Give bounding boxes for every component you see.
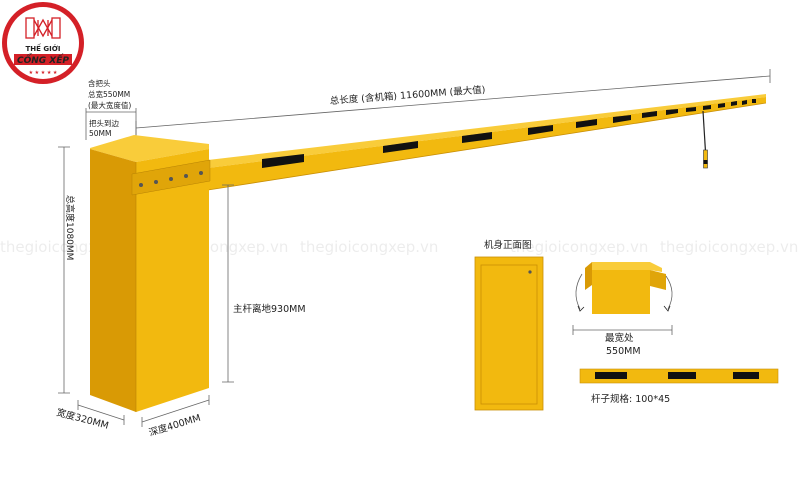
bolt-icon [199, 171, 203, 175]
front-view-door [480, 264, 538, 405]
head-gap-line-2: 50MM [89, 129, 112, 138]
bolt-icon [184, 174, 188, 178]
head-gap-line-1: 把头到边 [89, 118, 119, 128]
logo: THẾ GIỚI CỔNG XẾP ★ ★ ★ ★ ★ [2, 2, 84, 84]
watermark-text: thegioicongxep.vn [300, 238, 438, 256]
logo-disc [7, 7, 79, 79]
depth-label: 深度400MM [147, 412, 202, 439]
bolt-icon [169, 177, 173, 181]
head-note-line-3: (最大宽度值) [88, 100, 131, 110]
width-label: 宽度320MM [55, 406, 110, 431]
bolt-icon [139, 183, 143, 187]
max-width-label-2: 550MM [606, 346, 641, 357]
head-note-line-1: 含把头 [88, 78, 111, 88]
pole-spec-label: 杆子规格: 100*45 [591, 393, 670, 405]
front-view-title: 机身正面图 [484, 239, 532, 251]
logo-stars: ★ ★ ★ ★ ★ [29, 70, 58, 76]
head-gap-note: 把头到边 50MM [89, 118, 119, 138]
gate-cabinet [90, 135, 211, 412]
lock-icon [528, 270, 532, 274]
boom-stripes [262, 99, 756, 168]
front-view: 机身正面图 [474, 239, 544, 411]
boom-arm [207, 94, 767, 191]
pole-spec: 杆子规格: 100*45 [579, 368, 779, 405]
total-length-label: 总长度 (含机箱) 11600MM (最大值) [329, 84, 485, 107]
head-width-note: 含把头 总宽550MM (最大宽度值) [85, 78, 137, 140]
total-height-label: 总高度1080MM [64, 195, 76, 260]
top-view: 最宽处 550MM [572, 262, 673, 357]
total-height-dimension: 总高度1080MM [58, 146, 76, 394]
logo-line-2: CỔNG XẾP [17, 53, 69, 66]
max-width-label-1: 最宽处 [605, 332, 634, 344]
logo-banner [14, 54, 72, 65]
head-note-line-2: 总宽550MM [88, 89, 130, 99]
front-view-cabinet [474, 256, 544, 411]
watermark-text: thegioicongxep.vn [510, 238, 648, 256]
boom-height-label: 主杆离地930MM [233, 303, 306, 315]
watermark-text: thegioicongxep.vn [660, 238, 798, 256]
bolt-icon [154, 180, 158, 184]
logo-line-1: THẾ GIỚI [26, 43, 61, 53]
boom-height-dimension: 主杆离地930MM [222, 184, 306, 383]
total-length-dimension: 总长度 (含机箱) 11600MM (最大值) [135, 69, 771, 135]
logo-gate-icon [25, 17, 61, 39]
